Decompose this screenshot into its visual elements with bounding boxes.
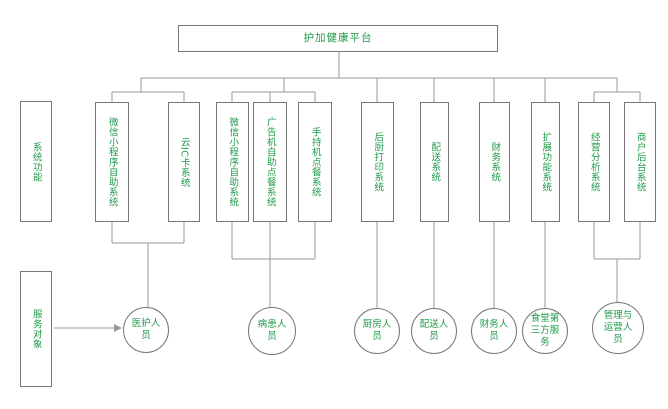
service-label-management: 管理与运营人员 [603, 310, 633, 345]
service-label-kitchen: 厨房人员 [362, 319, 392, 342]
system-functions-label-box: 系统功能 [20, 101, 52, 222]
system-box-wechat-mini-1: 微信小程序自助系统 [95, 102, 129, 222]
service-circle-finance-staff: 财务人员 [471, 308, 517, 354]
system-box-finance: 财务系统 [479, 102, 510, 222]
system-label-analytics: 经营分析系统 [588, 132, 600, 192]
system-label-kitchen-print: 后厨打印系统 [372, 132, 384, 192]
system-label-ad-kiosk: 广告机自助点餐系统 [264, 117, 276, 207]
system-label-merchant-admin: 商户后台系统 [634, 132, 646, 192]
system-box-kitchen-print: 后厨打印系统 [361, 102, 394, 222]
system-label-extension: 扩展功能系统 [540, 132, 552, 192]
system-functions-label: 系统功能 [30, 141, 42, 182]
service-circle-kitchen: 厨房人员 [354, 308, 400, 354]
system-label-cloud-ic: 云IC卡系统 [178, 136, 190, 188]
system-box-cloud-ic: 云IC卡系统 [168, 102, 200, 222]
system-box-analytics: 经营分析系统 [578, 102, 610, 222]
service-circle-delivery-staff: 配送人员 [411, 308, 457, 354]
service-objects-label: 服务对象 [30, 309, 42, 349]
system-box-merchant-admin: 商户后台系统 [624, 102, 656, 222]
service-circle-patients: 病患人员 [248, 307, 296, 355]
system-label-handheld: 手持机点餐系统 [309, 127, 321, 197]
system-label-wechat-mini-1: 微信小程序自助系统 [106, 117, 118, 207]
system-label-finance: 财务系统 [489, 142, 501, 182]
system-label-wechat-mini-2: 微信小程序自助系统 [227, 117, 239, 207]
service-circle-medical: 医护人员 [123, 307, 169, 353]
service-label-medical: 医护人员 [131, 318, 161, 341]
service-objects-label-box: 服务对象 [20, 271, 52, 387]
service-label-third-party: 食堂第三方服务 [530, 313, 560, 348]
system-box-handheld: 手持机点餐系统 [298, 102, 332, 222]
system-box-delivery: 配送系统 [420, 102, 449, 222]
service-label-patients: 病患人员 [257, 319, 287, 342]
service-label-finance-staff: 财务人员 [479, 319, 509, 342]
service-label-delivery-staff: 配送人员 [419, 319, 449, 342]
platform-title: 护加健康平台 [303, 32, 373, 45]
platform-title-box: 护加健康平台 [178, 25, 498, 52]
service-circle-third-party: 食堂第三方服务 [522, 308, 568, 354]
system-box-wechat-mini-2: 微信小程序自助系统 [216, 102, 249, 222]
system-box-extension: 扩展功能系统 [531, 102, 560, 222]
system-box-ad-kiosk: 广告机自助点餐系统 [253, 102, 287, 222]
service-circle-management: 管理与运营人员 [592, 302, 644, 354]
system-label-delivery: 配送系统 [429, 142, 441, 182]
